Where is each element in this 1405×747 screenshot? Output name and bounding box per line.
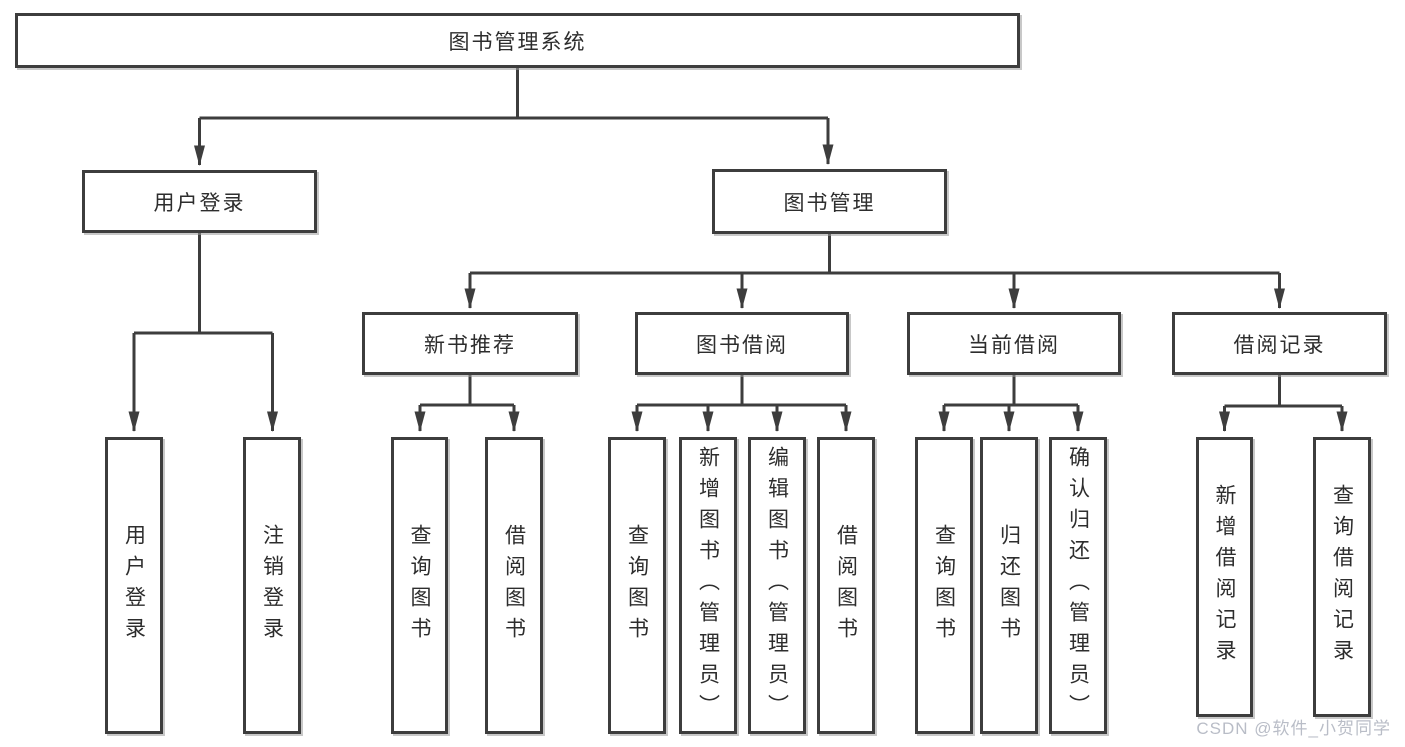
node-current-borrowing: 当前借阅 <box>907 312 1121 375</box>
leaf-logout: 注销登录 <box>243 437 301 734</box>
leaf-borrow-books: 借阅图书 <box>817 437 875 734</box>
node-library-management-system: 图书管理系统 <box>15 13 1020 68</box>
leaf-add-books-admin: 新增图书（管理员） <box>679 437 737 734</box>
node-book-management: 图书管理 <box>712 169 947 234</box>
leaf-edit-books-admin: 编辑图书（管理员） <box>748 437 806 734</box>
node-user-login: 用户登录 <box>82 170 317 233</box>
node-new-book-recommendation: 新书推荐 <box>362 312 578 375</box>
node-borrowing-records: 借阅记录 <box>1172 312 1387 375</box>
leaf-return-books: 归还图书 <box>980 437 1038 734</box>
leaf-query-books-borrow: 查询图书 <box>608 437 666 734</box>
leaf-confirm-return-admin: 确认归还（管理员） <box>1049 437 1107 734</box>
leaf-add-borrow-record: 新增借阅记录 <box>1196 437 1253 717</box>
csdn-watermark: CSDN @软件_小贺同学 <box>1196 719 1391 738</box>
leaf-query-borrow-record: 查询借阅记录 <box>1313 437 1371 717</box>
leaf-query-books-recommend: 查询图书 <box>391 437 448 734</box>
node-book-borrowing: 图书借阅 <box>635 312 849 375</box>
leaf-borrow-books-recommend: 借阅图书 <box>485 437 543 734</box>
leaf-user-login: 用户登录 <box>105 437 163 734</box>
leaf-query-books-current: 查询图书 <box>915 437 973 734</box>
